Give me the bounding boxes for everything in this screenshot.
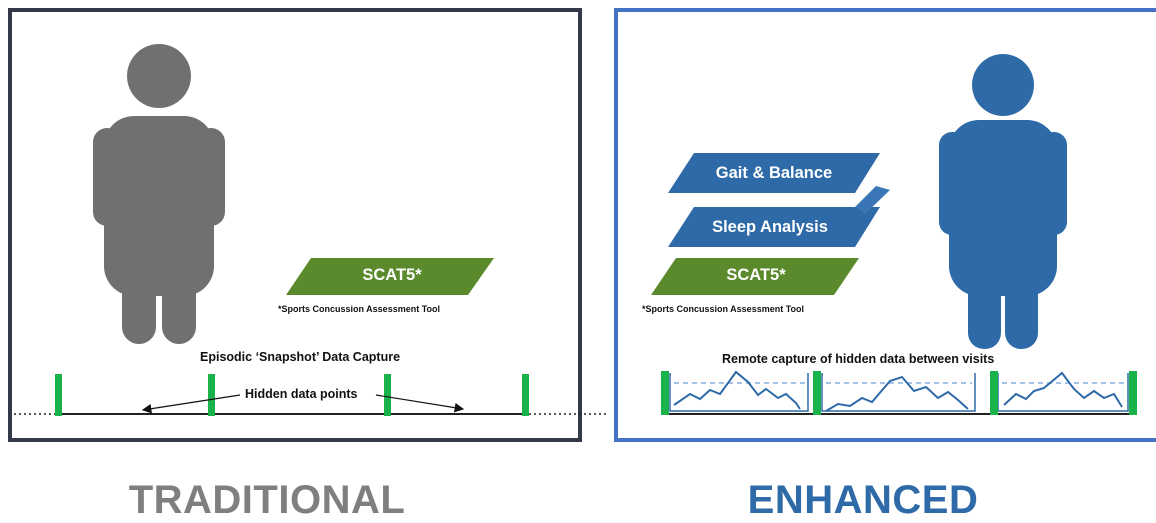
sleep-analysis-label: Sleep Analysis <box>712 218 828 236</box>
hidden-data-label: Hidden data points <box>243 387 360 401</box>
traditional-caption: TRADITIONAL <box>128 478 406 522</box>
trad-visit-marker <box>208 374 215 416</box>
traditional-panel <box>8 8 582 442</box>
sleep-analysis-shape <box>668 207 880 247</box>
trad-timeline-title: Episodic ‘Snapshot’ Data Capture <box>200 350 401 364</box>
enh-visit-marker <box>661 371 669 415</box>
trad-visit-marker <box>522 374 529 416</box>
remote-data-segment <box>821 373 976 412</box>
trad-scat5-shape <box>286 258 494 295</box>
enh-timeline-title: Remote capture of hidden data between vi… <box>722 352 995 366</box>
hidden-arrow-left <box>141 394 241 414</box>
sleep-analysis-ribbon <box>855 186 890 214</box>
enh-visit-marker <box>1129 371 1137 415</box>
trad-visit-marker <box>384 374 391 416</box>
enh-scat5-shape <box>651 258 859 295</box>
enhanced-caption: ENHANCED <box>747 478 979 522</box>
gait-balance-label: Gait & Balance <box>715 164 833 182</box>
hidden-arrow-right <box>375 394 465 413</box>
enh-scat5-label: SCAT5* <box>726 266 786 284</box>
remote-data-segment <box>669 370 809 412</box>
trad-scat5-label: SCAT5* <box>362 266 422 284</box>
enh-footnote: *Sports Concussion Assessment Tool <box>642 304 805 314</box>
enhanced-panel <box>614 8 1156 442</box>
gait-balance-shape <box>668 153 880 193</box>
enh-visit-marker <box>813 371 821 415</box>
person-blue-icon <box>939 54 1067 349</box>
trad-visit-marker <box>55 374 62 416</box>
person-gray-icon <box>93 44 225 344</box>
remote-data-segment <box>997 371 1129 412</box>
enh-visit-marker <box>990 371 998 415</box>
trad-footnote: *Sports Concussion Assessment Tool <box>278 304 441 314</box>
